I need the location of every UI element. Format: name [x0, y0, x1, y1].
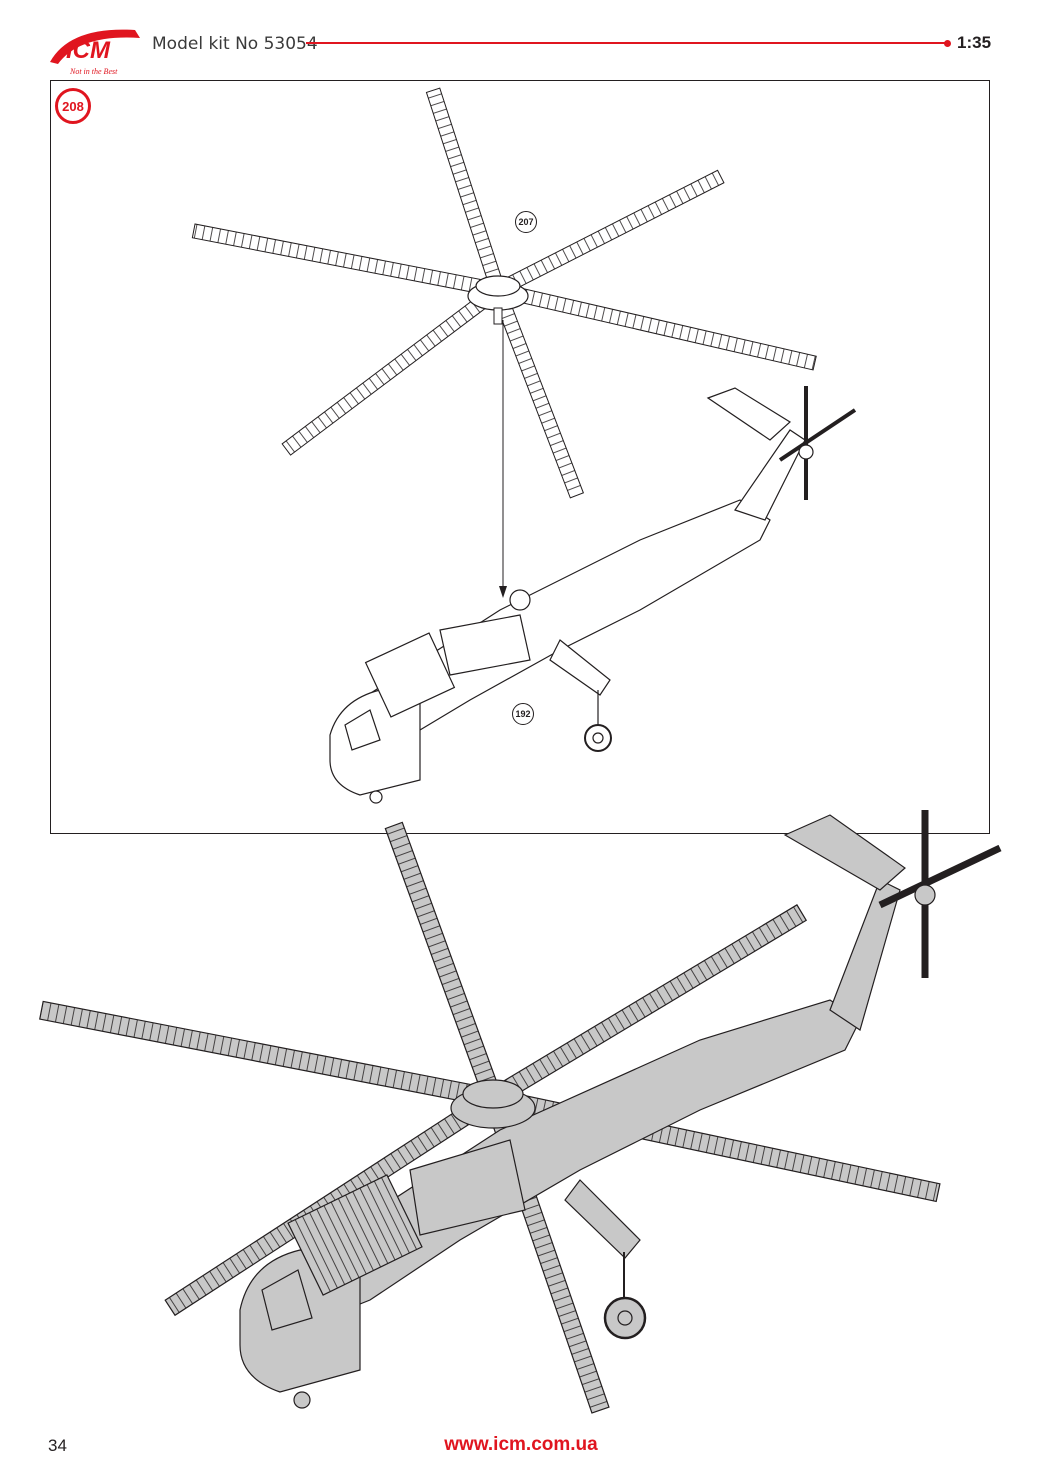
header-rule-end — [944, 39, 951, 47]
logo-tagline: Not in the Best — [69, 67, 118, 76]
page-number: 34 — [48, 1436, 67, 1455]
website-link[interactable]: www.icm.com.ua — [444, 1434, 598, 1455]
part-callout-192: 192 — [512, 703, 534, 725]
header-rule — [306, 42, 948, 44]
rotor-assembly-part — [191, 87, 817, 499]
step-number-badge: 208 — [55, 88, 91, 124]
logo-brand: ICM — [66, 37, 111, 64]
helicopter-completed-view — [39, 810, 1002, 1414]
model-title: Model kit No 53054 — [152, 34, 318, 54]
helicopter-line-art — [329, 386, 857, 804]
icm-logo: ICM Not in the Best — [50, 29, 140, 76]
part-callout-207: 207 — [515, 211, 537, 233]
step-frame — [50, 80, 990, 834]
scale-label: 1:35 — [957, 33, 992, 52]
page-header: ICM Not in the Best Model kit No 53054 1… — [0, 0, 1042, 90]
